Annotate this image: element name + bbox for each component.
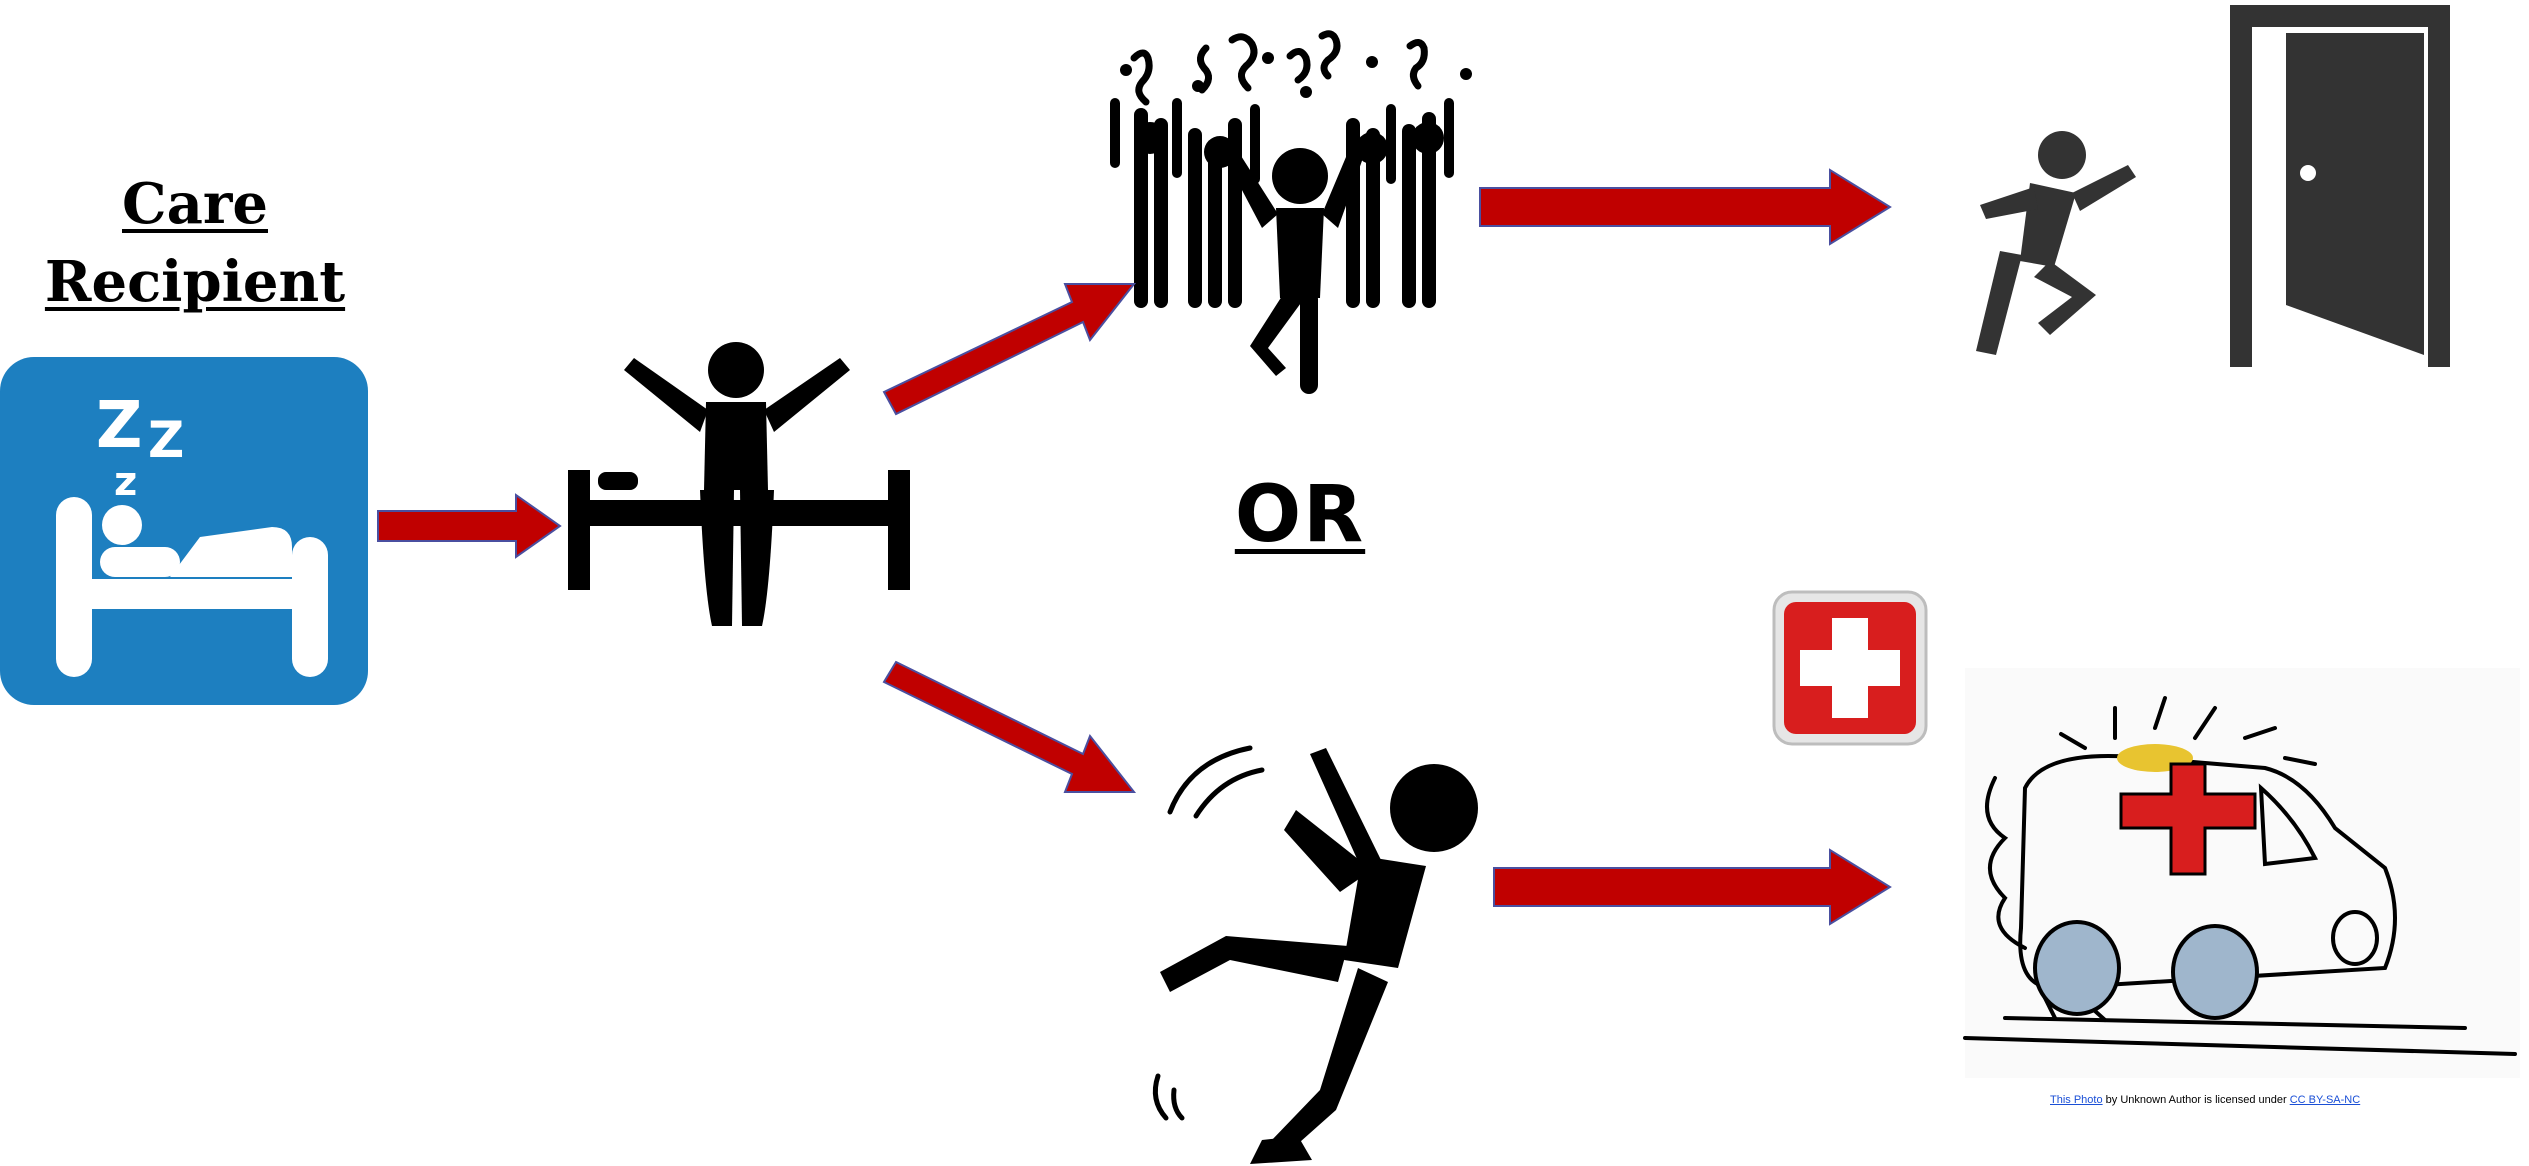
ambulance-icon xyxy=(1965,668,2520,1078)
person-running-out-door-icon xyxy=(1930,5,2455,370)
svg-text:Z: Z xyxy=(96,389,142,463)
first-aid-cross-icon xyxy=(1772,590,1928,746)
photo-link[interactable]: This Photo xyxy=(2050,1094,2103,1106)
svg-text:z: z xyxy=(114,459,137,505)
arrow-bed-to-wake xyxy=(376,493,562,559)
license-link[interactable]: CC BY-SA-NC xyxy=(2290,1094,2361,1106)
arrow-crowd-to-exit xyxy=(1478,168,1892,246)
arrow-fall-to-ambulance xyxy=(1492,848,1892,926)
arrow-wake-to-crowd xyxy=(882,274,1136,424)
care-recipient-title: Care Recipient xyxy=(30,165,360,321)
person-falling-icon xyxy=(1100,720,1490,1166)
arrow-wake-to-fall xyxy=(882,660,1136,810)
sleeping-in-bed-icon: Z Z z xyxy=(0,357,368,707)
or-label: OR xyxy=(1230,470,1370,560)
agitated-crowd-icon xyxy=(1110,28,1476,398)
title-line-2: Recipient xyxy=(30,243,360,321)
person-waking-on-bed-icon xyxy=(568,340,920,630)
attribution-text: by Unknown Author is licensed under xyxy=(2103,1094,2290,1106)
title-line-1: Care xyxy=(30,165,360,243)
photo-attribution: This Photo by Unknown Author is licensed… xyxy=(2050,1094,2529,1106)
svg-text:Z: Z xyxy=(148,411,184,469)
